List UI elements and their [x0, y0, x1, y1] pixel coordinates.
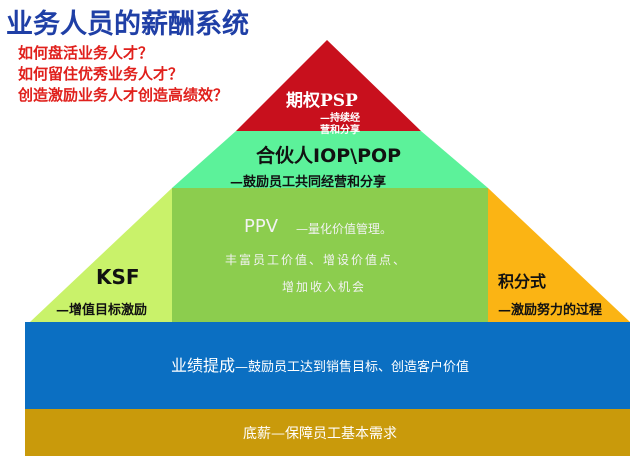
points-title: 积分式	[498, 272, 547, 291]
page-title: 业务人员的薪酬系统	[6, 9, 249, 40]
ksf-title: KSF	[96, 265, 140, 289]
performance-title: 业绩提成	[170, 356, 235, 375]
ppv-title-suffix: —量化价值管理。	[296, 222, 393, 236]
points-desc: —激励努力的过程	[498, 303, 603, 318]
question-2: 如何留住优秀业务人才？	[18, 65, 184, 83]
iop-block	[172, 131, 488, 188]
psp-title: 期权PSP	[286, 91, 358, 111]
psp-desc-line1: —持续经	[320, 113, 360, 124]
question-3: 创造激励业务人才创造高绩效？	[18, 86, 229, 104]
ppv-block	[172, 188, 488, 322]
psp-desc-line2: 营和分享	[320, 125, 360, 136]
ppv-line3: 增加收入机会	[282, 280, 367, 294]
performance-desc: —鼓励员工达到销售目标、创造客户价值	[235, 360, 470, 375]
iop-desc: —鼓励员工共同经营和分享	[230, 175, 387, 190]
base-salary-desc: —保障员工基本需求	[271, 426, 397, 442]
question-1: 如何盘活业务人才？	[18, 44, 154, 62]
ksf-desc: —增值目标激励	[56, 303, 148, 318]
base-salary-label: 底薪—保障员工基本需求	[0, 423, 640, 443]
performance-band	[25, 322, 630, 409]
points-block	[488, 188, 630, 322]
performance-label: 业绩提成—鼓励员工达到销售目标、创造客户价值	[0, 352, 640, 376]
base-salary-title: 底薪	[243, 426, 271, 442]
ppv-title: PPV	[244, 216, 279, 237]
iop-title: 合伙人IOP\POP	[256, 145, 402, 167]
base-salary-band	[25, 409, 630, 456]
ksf-block	[30, 188, 172, 322]
psp-block	[236, 40, 421, 131]
ppv-line2: 丰富员工价值、增设价值点、	[225, 253, 408, 267]
